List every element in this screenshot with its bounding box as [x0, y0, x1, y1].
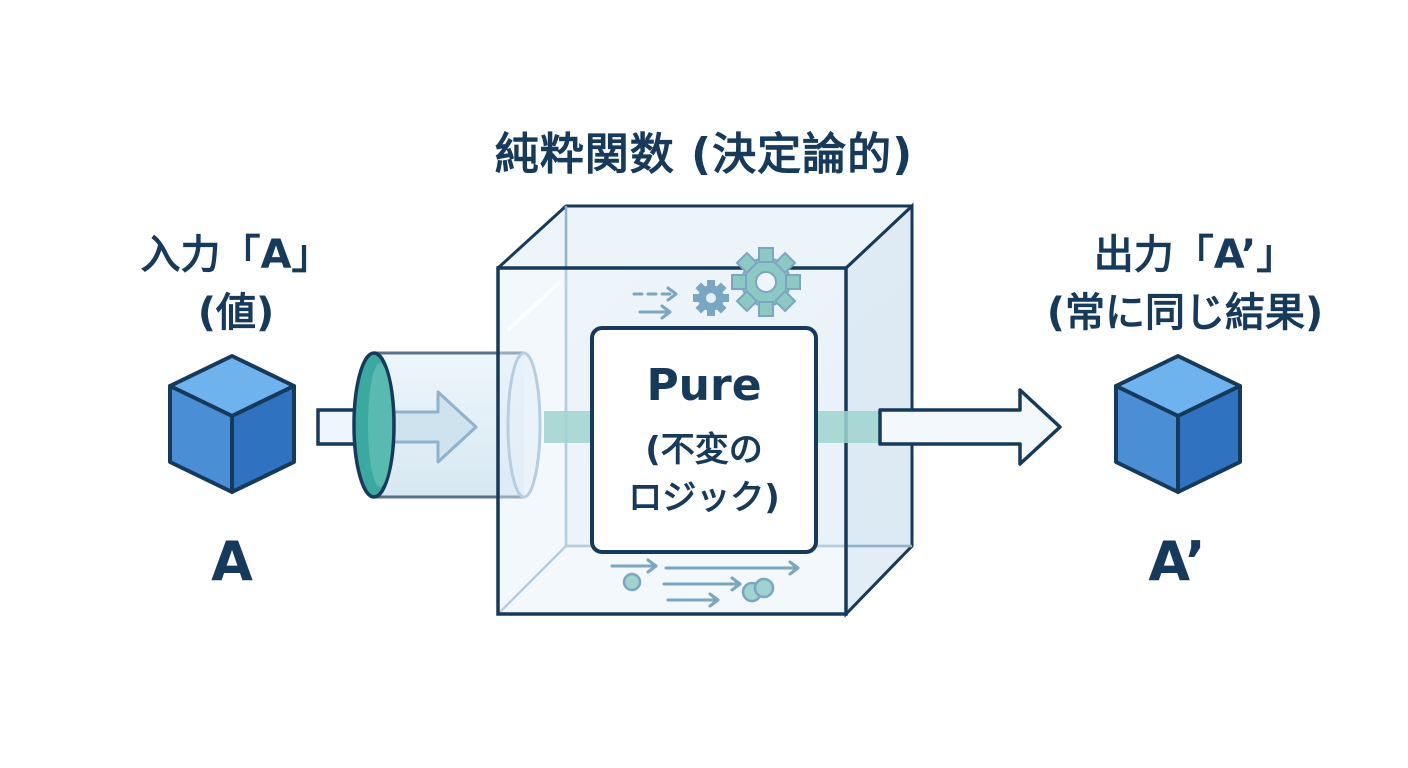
input-label: 入力「A」: [140, 232, 332, 278]
diagram-title: 純粋関数 (決定論的): [494, 129, 914, 180]
output-symbol: A’: [1148, 530, 1206, 593]
input-tube: [352, 351, 542, 499]
input-sublabel: (値): [197, 290, 275, 336]
input-symbol: A: [211, 530, 253, 593]
output-cube-icon: [1114, 354, 1242, 494]
output-label: 出力「A’」: [1093, 232, 1297, 278]
core-logic-panel: [590, 326, 818, 554]
flow-arrow-icon: [632, 286, 678, 320]
output-arrow-icon: [878, 388, 1062, 466]
large-gear-icon: [731, 247, 801, 317]
output-sublabel: (常に同じ結果): [1046, 290, 1324, 336]
gear-icon: [693, 280, 729, 316]
core-subtitle-line2: ロジック): [628, 478, 780, 518]
input-cube-icon: [168, 354, 296, 494]
bottom-flow-arrow-icon: [610, 558, 800, 608]
core-title: Pure: [646, 360, 762, 411]
flow-bar: [544, 411, 882, 443]
particle-icon: [622, 572, 775, 603]
core-subtitle-line1: (不変の: [645, 430, 763, 470]
